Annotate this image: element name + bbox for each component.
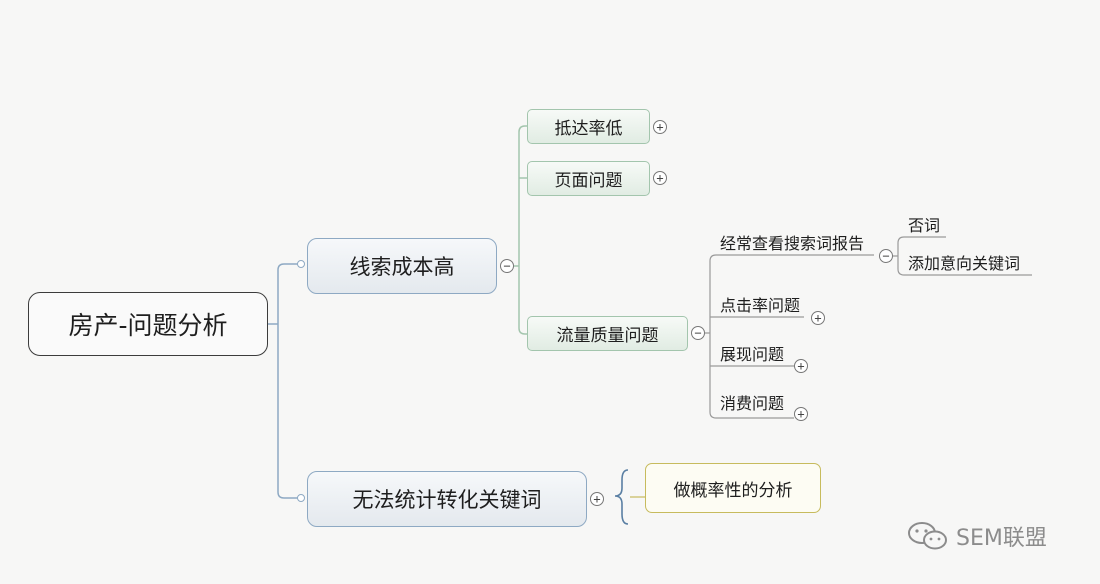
branch-joint-2: [297, 494, 305, 502]
leaf-topic-1-2[interactable]: 添加意向关键词: [908, 254, 1021, 273]
collapse-toggle-icon[interactable]: −: [879, 249, 893, 263]
branch-joint-1: [297, 260, 305, 268]
brace-icon: [614, 469, 629, 525]
leaf-topic-2[interactable]: 点击率问题: [720, 296, 801, 315]
expand-toggle-icon[interactable]: +: [653, 120, 667, 134]
subtopic-3[interactable]: 流量质量问题: [527, 316, 688, 351]
connector-root-branches: [268, 263, 302, 499]
leaf-topic-4[interactable]: 消费问题: [720, 394, 785, 413]
main-topic-1[interactable]: 线索成本高: [307, 238, 497, 294]
connector-branch-1: [514, 125, 527, 335]
leaf-topic-1-1[interactable]: 否词: [908, 216, 941, 235]
wechat-icon: [908, 522, 947, 550]
expand-toggle-icon[interactable]: +: [590, 492, 604, 506]
expand-toggle-icon[interactable]: +: [811, 311, 825, 325]
summary-note[interactable]: 做概率性的分析: [645, 463, 821, 513]
subtopic-2[interactable]: 页面问题: [527, 161, 650, 196]
watermark: SEM联盟: [906, 520, 1047, 552]
subtopic-1[interactable]: 抵达率低: [527, 109, 650, 144]
collapse-toggle-icon[interactable]: −: [691, 326, 705, 340]
leaf-topic-3[interactable]: 展现问题: [720, 345, 785, 364]
expand-toggle-icon[interactable]: +: [794, 407, 808, 421]
main-topic-2[interactable]: 无法统计转化关键词: [307, 471, 587, 527]
leaf-topic-1[interactable]: 经常查看搜索词报告: [720, 234, 865, 253]
watermark-text: SEM联盟: [956, 526, 1047, 551]
root-topic[interactable]: 房产-问题分析: [28, 292, 268, 356]
collapse-toggle-icon[interactable]: −: [500, 259, 514, 273]
expand-toggle-icon[interactable]: +: [794, 359, 808, 373]
expand-toggle-icon[interactable]: +: [653, 171, 667, 185]
